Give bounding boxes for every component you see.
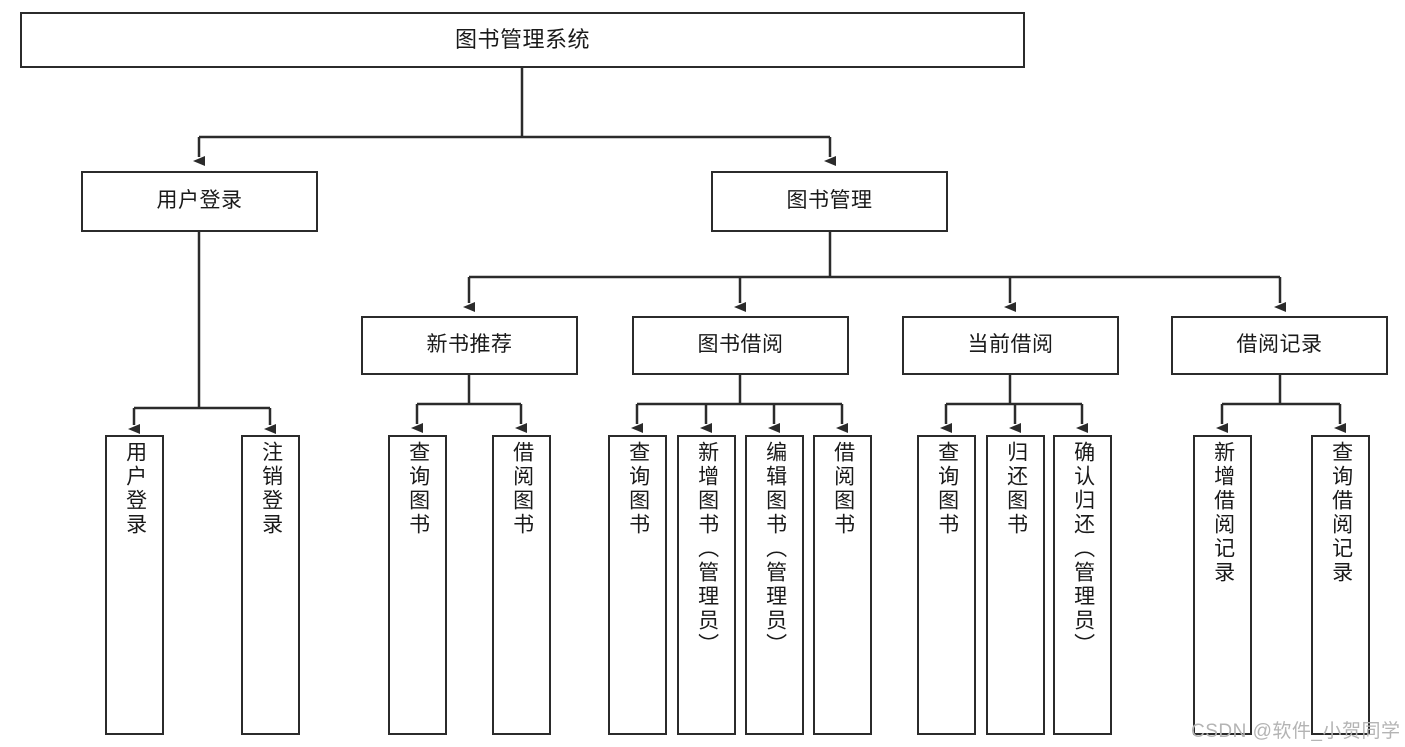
leaf-current-confirm-return-admin[interactable]: 确认归还（管理员）: [1053, 435, 1112, 735]
csdn-watermark: CSDN @软件_小贺同学: [1191, 721, 1401, 742]
node-book-borrowing[interactable]: 图书借阅: [632, 316, 849, 375]
node-current-borrowing[interactable]: 当前借阅: [902, 316, 1119, 375]
node-label: 图书借阅: [697, 333, 784, 357]
node-label: 查询图书: [935, 441, 959, 537]
node-label: 查询图书: [626, 441, 650, 537]
node-label: 借阅记录: [1236, 333, 1323, 357]
leaf-current-query-books[interactable]: 查询图书: [917, 435, 976, 735]
node-label: 归还图书: [1004, 441, 1028, 537]
node-root-book-management-system[interactable]: 图书管理系统: [20, 12, 1025, 68]
node-label: 新增借阅记录: [1211, 441, 1235, 585]
leaf-borrow-query-books[interactable]: 查询图书: [608, 435, 667, 735]
leaf-new-book-borrow-books[interactable]: 借阅图书: [492, 435, 551, 735]
node-label: 当前借阅: [967, 333, 1054, 357]
leaf-user-login-login[interactable]: 用户登录: [105, 435, 164, 735]
node-label: 借阅图书: [831, 441, 855, 537]
node-label: 编辑图书（管理员）: [763, 441, 787, 657]
leaf-current-return-books[interactable]: 归还图书: [986, 435, 1045, 735]
node-label: 注销登录: [259, 441, 283, 537]
leaf-user-login-logout[interactable]: 注销登录: [241, 435, 300, 735]
node-label: 查询图书: [406, 441, 430, 537]
leaf-records-query-record[interactable]: 查询借阅记录: [1311, 435, 1370, 735]
node-label: 新增图书（管理员）: [695, 441, 719, 657]
node-borrow-records[interactable]: 借阅记录: [1171, 316, 1388, 375]
node-label: 查询借阅记录: [1329, 441, 1353, 585]
node-label: 用户登录: [123, 441, 147, 537]
node-label: 用户登录: [156, 189, 243, 213]
node-label: 新书推荐: [426, 333, 513, 357]
leaf-records-add-record[interactable]: 新增借阅记录: [1193, 435, 1252, 735]
node-new-book-recommendation[interactable]: 新书推荐: [361, 316, 578, 375]
node-book-management[interactable]: 图书管理: [711, 171, 948, 232]
leaf-borrow-edit-book-admin[interactable]: 编辑图书（管理员）: [745, 435, 804, 735]
leaf-borrow-add-book-admin[interactable]: 新增图书（管理员）: [677, 435, 736, 735]
node-label: 图书管理系统: [454, 27, 590, 53]
node-user-login[interactable]: 用户登录: [81, 171, 318, 232]
leaf-new-book-query-books[interactable]: 查询图书: [388, 435, 447, 735]
leaf-borrow-borrow-books[interactable]: 借阅图书: [813, 435, 872, 735]
node-label: 借阅图书: [510, 441, 534, 537]
node-label: 图书管理: [786, 189, 873, 213]
node-label: 确认归还（管理员）: [1071, 441, 1095, 657]
